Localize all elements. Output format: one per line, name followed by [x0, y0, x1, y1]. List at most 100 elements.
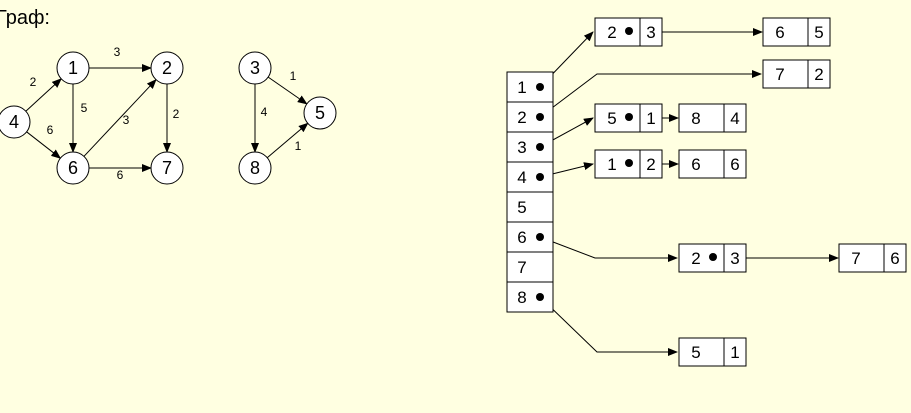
edge-weight-label: 6 [47, 123, 54, 137]
pointer-dot [536, 113, 544, 121]
graph-edges: 2 6 3 5 3 2 6 1 4 1 [25, 45, 309, 182]
list-node-weight: 2 [646, 155, 655, 174]
array-cell-7 [506, 251, 554, 283]
array-cell-8 [506, 281, 554, 313]
graph-node-label: 1 [68, 58, 78, 78]
edge-weight-label: 4 [261, 105, 268, 119]
list-node-vertex: 7 [851, 249, 860, 268]
list-node-weight: 4 [730, 109, 739, 128]
list-node-vertex: 5 [607, 109, 616, 128]
array-cell-5 [506, 191, 554, 223]
pointer-dot [536, 233, 544, 241]
list-node-weight: 2 [814, 65, 823, 84]
array-cell-label: 8 [517, 288, 526, 307]
array-cell-1 [506, 71, 554, 103]
list-node-vertex: 6 [775, 23, 784, 42]
graph-node-7 [150, 151, 184, 185]
pointer-dot [536, 143, 544, 151]
array-cell-6 [506, 221, 554, 253]
edge-weight-label: 3 [123, 113, 130, 127]
graph-node-4 [0, 105, 31, 139]
graph-node-3 [238, 51, 272, 85]
adjacency-array: 1 2 3 4 5 6 7 8 [506, 71, 554, 313]
list-node-box [762, 17, 831, 47]
graph-node-5 [303, 96, 337, 130]
list-node-box [838, 243, 907, 273]
list-node-weight: 1 [730, 343, 739, 362]
edge-weight-label: 1 [290, 69, 297, 83]
list-node-vertex: 5 [691, 343, 700, 362]
graph-node-label: 7 [162, 158, 172, 178]
array-cell-3 [506, 131, 554, 163]
edge-weight-label: 5 [81, 101, 88, 115]
array-cell-label: 4 [517, 168, 526, 187]
list-head-link-8 [539, 296, 678, 356]
list-node-vertex: 7 [775, 65, 784, 84]
pointer-dot [625, 159, 633, 167]
list-node-box [678, 103, 747, 133]
graph-node-label: 2 [162, 58, 172, 78]
array-cell-label: 5 [517, 198, 526, 217]
diagram-title: Граф: [0, 7, 50, 29]
pointer-dot [536, 173, 544, 181]
array-cell-2 [506, 101, 554, 133]
array-cell-label: 1 [517, 78, 526, 97]
list-node-box [678, 337, 747, 367]
list-node-box [678, 149, 747, 179]
array-cell-label: 3 [517, 138, 526, 157]
pointer-dot [536, 293, 544, 301]
pointer-dot [709, 253, 717, 261]
list-node-weight: 1 [646, 109, 655, 128]
pointer-dot [625, 113, 633, 121]
list-node-vertex: 8 [691, 109, 700, 128]
list-node-weight: 5 [814, 23, 823, 42]
graph-node-6 [56, 151, 90, 185]
list-node-vertex: 1 [607, 155, 616, 174]
edge-weight-label: 2 [173, 107, 180, 121]
list-node-weight: 3 [730, 249, 739, 268]
edge-6-2 [83, 78, 157, 157]
list-node-vertex: 6 [691, 155, 700, 174]
list-node-vertex: 2 [607, 23, 616, 42]
pointer-dot [536, 83, 544, 91]
graph-node-label: 4 [9, 112, 19, 132]
graph-node-2 [150, 51, 184, 85]
edge-8-5 [266, 122, 309, 159]
graph-nodes: 1 2 3 4 5 6 7 8 [0, 51, 337, 185]
edge-weight-label: 1 [295, 139, 302, 153]
list-node-vertex: 2 [691, 249, 700, 268]
array-cell-4 [506, 161, 554, 193]
graph-node-1 [56, 51, 90, 85]
list-node-weight: 3 [646, 23, 655, 42]
edge-3-5 [267, 76, 308, 105]
list-head-link-6 [539, 236, 678, 262]
edge-weight-label: 3 [114, 45, 121, 59]
list-node-weight: 6 [730, 155, 739, 174]
list-node-weight: 6 [890, 249, 899, 268]
graph-node-label: 5 [315, 103, 325, 123]
edge-4-6 [26, 131, 62, 159]
edge-weight-label: 6 [117, 168, 124, 182]
edge-weight-label: 2 [30, 75, 37, 89]
array-cell-label: 2 [517, 108, 526, 127]
graph-node-label: 8 [250, 158, 260, 178]
graph-node-label: 3 [250, 58, 260, 78]
array-cell-label: 7 [517, 258, 526, 277]
array-cell-label: 6 [517, 228, 526, 247]
edge-4-1 [25, 78, 62, 112]
list-head-link-2 [539, 70, 762, 118]
pointer-dot [625, 27, 633, 35]
